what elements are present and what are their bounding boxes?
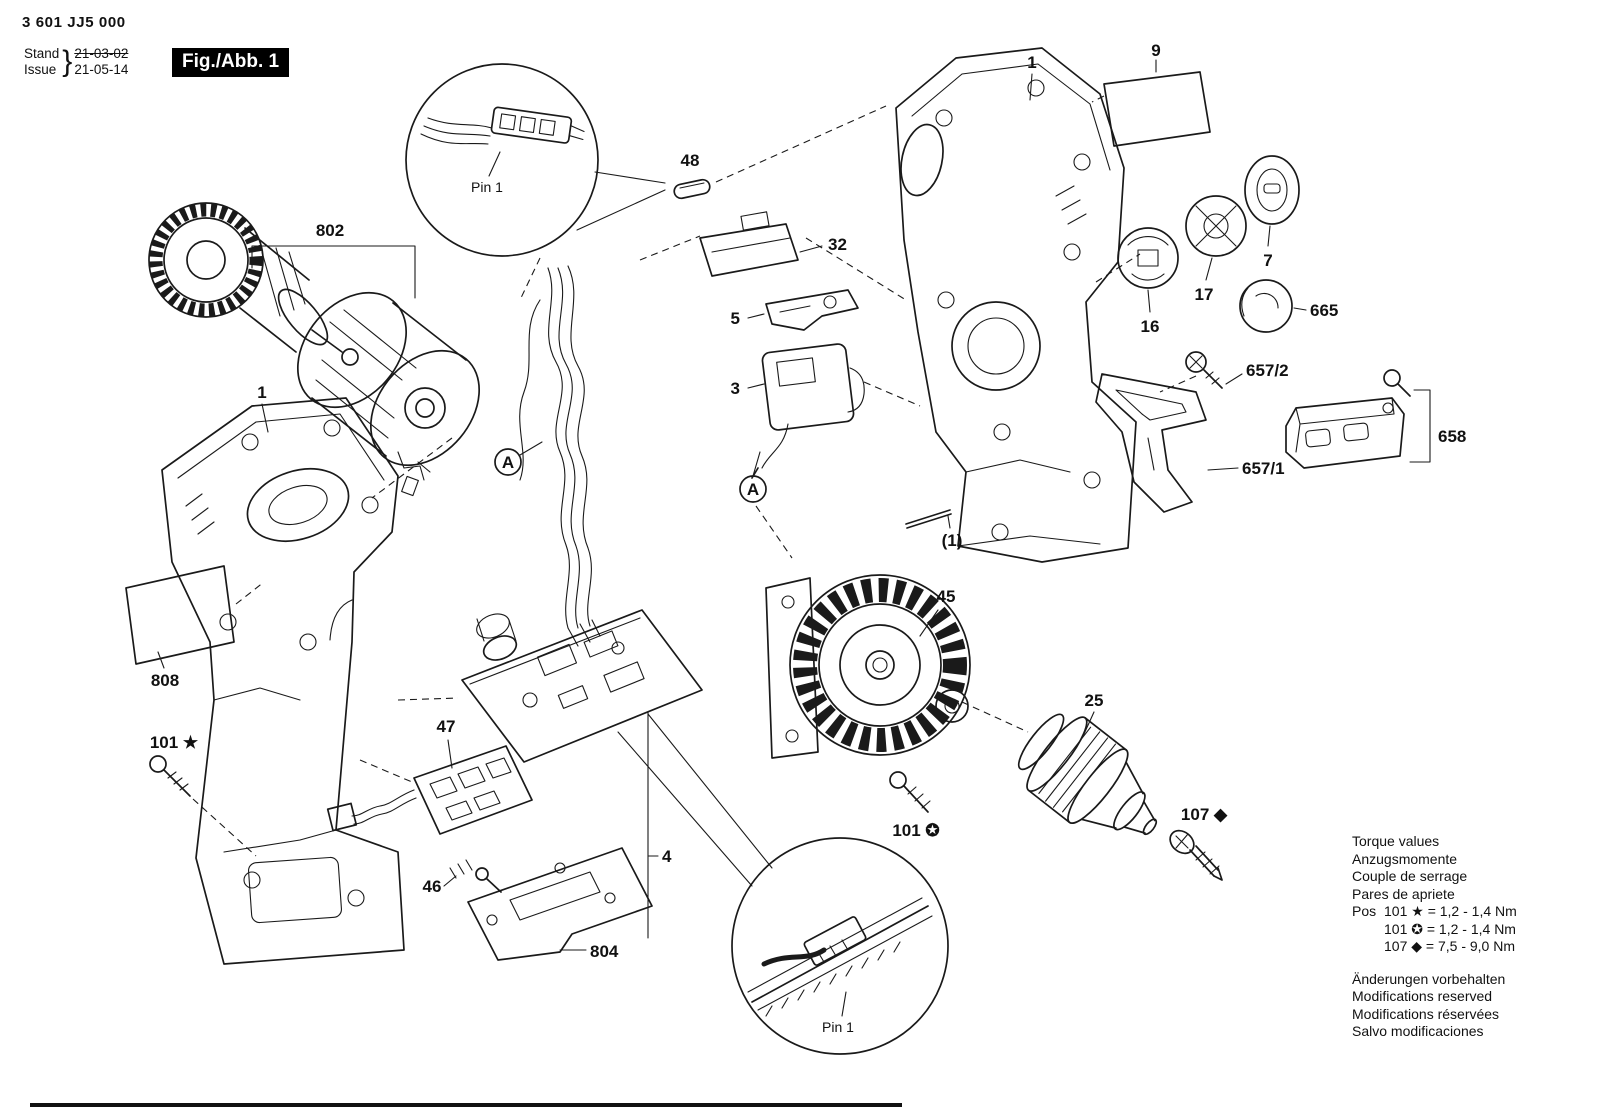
modifications-note-de: Änderungen vorbehalten — [1352, 970, 1506, 987]
label-16: 16 — [1141, 317, 1160, 336]
label-7: 7 — [1263, 251, 1272, 270]
label-3: 3 — [731, 379, 740, 398]
modifications-note-es: Salvo modificaciones — [1352, 1023, 1484, 1039]
part-cap-665: 665 — [1239, 279, 1338, 333]
modifications-note-fr: Modifications réservées — [1352, 1005, 1500, 1022]
label-802-group: 802 — [251, 221, 416, 299]
label-808: 808 — [151, 671, 179, 690]
part-plate-804: 804 — [467, 847, 653, 961]
type-number: 3 601 JJ5 000 — [22, 14, 126, 31]
label-101-star: 101 ★ — [150, 733, 199, 752]
torque-entry-101-star: 101 ★ = 1,2 - 1,4 Nm — [1384, 903, 1517, 919]
modifications-note-en: Modifications reserved — [1352, 988, 1493, 1004]
label-section-a-left: A — [502, 453, 514, 472]
stand-label: Stand — [24, 46, 60, 61]
label-1-right: 1 — [1027, 53, 1036, 72]
torque-heading-en: Torque values — [1352, 833, 1440, 849]
issue-label: Issue — [24, 62, 57, 77]
label-46: 46 — [423, 877, 442, 896]
part-housing-right: 1 — [895, 47, 1137, 563]
torque-entry-107: 107 ◆ = 7,5 - 9,0 Nm — [1384, 938, 1515, 954]
label-665: 665 — [1310, 301, 1338, 320]
label-804: 804 — [590, 942, 619, 961]
label-657-2: 657/2 — [1246, 361, 1289, 380]
torque-pos-label: Pos — [1352, 903, 1377, 919]
part-ring-7: 7 — [1244, 155, 1300, 270]
issue-date: 21-05-14 — [74, 62, 129, 77]
label-657-1: 657/1 — [1242, 459, 1285, 478]
label-25: 25 — [1085, 691, 1104, 710]
part-disc-16: 16 — [1117, 227, 1179, 336]
alignment-lines — [192, 95, 1197, 857]
part-switch-slide-32: 32 — [699, 211, 847, 277]
callout-pin1-top: Pin 1 — [405, 63, 666, 257]
label-101-circle: 101 ✪ — [892, 821, 940, 840]
page-edge-rule — [30, 1103, 902, 1107]
part-keypad-47: 47 — [326, 717, 533, 835]
torque-heading-fr: Couple de serrage — [1352, 868, 1468, 884]
torque-heading-es: Pares de apriete — [1352, 885, 1455, 902]
part-screw-657-2: 657/2 — [1185, 351, 1289, 389]
part-housing-left: 1 — [161, 383, 405, 965]
torque-notes-block: Torque values Anzugsmomente Couple de se… — [1352, 833, 1517, 1041]
label-pin1-bottom: Pin 1 — [822, 1019, 854, 1035]
label-5: 5 — [731, 309, 740, 328]
stand-issue-block: Stand Issue } 21-03-02 21-05-14 — [24, 46, 128, 78]
label-48: 48 — [681, 151, 700, 170]
label-1paren: (1) — [942, 531, 963, 550]
wiring-harness — [519, 265, 592, 629]
part-stator — [296, 291, 481, 497]
torque-entry-101-circle: 101 ✪ = 1,2 - 1,4 Nm — [1384, 920, 1516, 937]
label-47: 47 — [437, 717, 456, 736]
part-cap-48: 48 — [673, 151, 711, 200]
label-1-left: 1 — [257, 383, 266, 402]
part-switch-3: 3 — [731, 343, 865, 479]
part-screw-101-right: 101 ✪ — [889, 771, 940, 840]
superseded-date: 21-03-02 — [74, 46, 129, 61]
label-4: 4 — [662, 847, 672, 866]
callout-pin1-bottom: Pin 1 — [731, 837, 949, 1055]
part-motor-45: 45 — [765, 574, 971, 759]
label-pin1-top: Pin 1 — [471, 179, 503, 195]
part-screw-101-left: 101 ★ — [149, 733, 199, 797]
label-107: 107 ◆ — [1181, 805, 1228, 824]
part-screw-107: 107 ◆ — [1169, 805, 1228, 881]
part-block-658: 658 — [1285, 369, 1466, 469]
label-32: 32 — [828, 235, 847, 254]
part-clip-657-1: 657/1 — [1095, 373, 1285, 513]
figure-label: Fig./Abb. 1 — [172, 48, 290, 77]
brace-glyph: } — [62, 45, 73, 78]
part-pcb-4: 4 — [461, 609, 773, 939]
part-disc-17: 17 — [1185, 195, 1247, 304]
part-armature — [148, 202, 359, 366]
label-17: 17 — [1195, 285, 1214, 304]
part-pin-1paren: (1) — [905, 509, 963, 550]
label-section-a-right: A — [747, 480, 759, 499]
label-802: 802 — [316, 221, 344, 240]
label-45: 45 — [937, 587, 956, 606]
part-sticker-9: 9 — [1103, 41, 1211, 147]
label-658: 658 — [1438, 427, 1466, 446]
part-chuck-25: 25 — [1017, 691, 1158, 836]
part-sticker-808: 808 — [125, 565, 235, 690]
torque-heading-de: Anzugsmomente — [1352, 850, 1458, 867]
part-lever-5: 5 — [731, 289, 859, 331]
section-marker-a-left: A — [494, 441, 543, 476]
label-9: 9 — [1151, 41, 1160, 60]
part-screw-46: 46 — [423, 859, 502, 896]
